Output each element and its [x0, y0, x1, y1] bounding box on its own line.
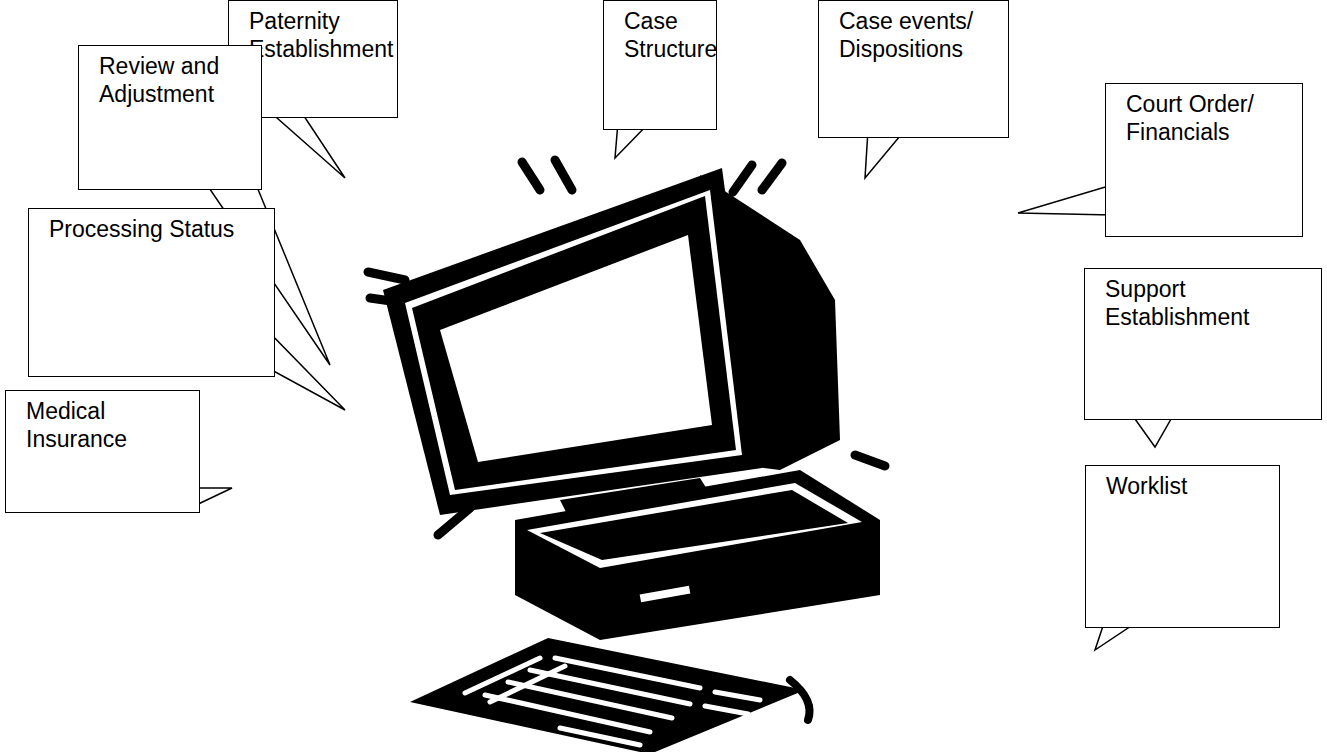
- callout-box: Court Order/ Financials: [1105, 83, 1303, 237]
- callout-text: Case Structure: [624, 7, 704, 63]
- callout-text: Support Establishment: [1105, 275, 1309, 331]
- callout-box: Review and Adjustment: [78, 45, 262, 190]
- callout-text: Worklist: [1106, 472, 1267, 500]
- callout-box: Case events/ Dispositions: [818, 0, 1009, 138]
- callout-text: Medical Insurance: [26, 397, 187, 453]
- callout-box: Support Establishment: [1084, 268, 1322, 420]
- callout-box: Worklist: [1085, 465, 1280, 628]
- callout-text: Processing Status: [49, 215, 262, 243]
- callout-text: Review and Adjustment: [99, 52, 249, 108]
- callout-box: Processing Status: [28, 208, 275, 377]
- callout-text: Court Order/ Financials: [1126, 90, 1290, 146]
- callout-text: Case events/ Dispositions: [839, 7, 996, 63]
- callout-tail: [268, 110, 345, 178]
- callout-tail: [1018, 185, 1112, 215]
- callout-box: Case Structure: [603, 0, 717, 130]
- callout-text: Paternity Establishment: [249, 7, 385, 63]
- callout-box: Medical Insurance: [5, 390, 200, 513]
